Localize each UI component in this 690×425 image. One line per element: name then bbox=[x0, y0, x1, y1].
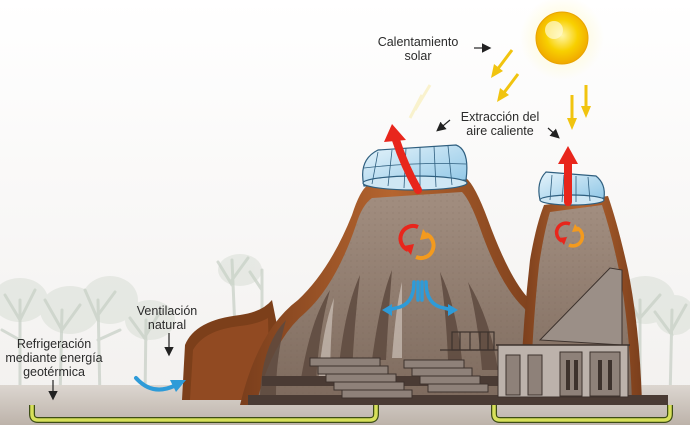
geothermal-pipe-left bbox=[29, 405, 379, 423]
cool-air-arrowhead bbox=[448, 304, 458, 316]
pointer-arrow-icon bbox=[48, 43, 560, 401]
hot-air-extraction-label: Extracción del aire caliente bbox=[450, 110, 550, 138]
cool-air-arrow-icon bbox=[134, 376, 186, 392]
sunray-arrow-icon bbox=[491, 49, 591, 130]
geothermal-cooling-line-1: Refrigeración bbox=[16, 337, 92, 351]
air-cycle-icon bbox=[554, 221, 585, 248]
secondary-skylight bbox=[538, 171, 605, 206]
natural-ventilation-line-1: Ventilación bbox=[136, 304, 198, 318]
sun-icon bbox=[520, 0, 604, 80]
air-cycle-icon bbox=[398, 223, 436, 261]
solar-heating-line-1: Calentamiento bbox=[377, 35, 459, 49]
reflected-rays bbox=[408, 84, 432, 119]
interior-structure bbox=[248, 267, 668, 405]
solar-heating-label: Calentamiento solar bbox=[368, 35, 468, 63]
geothermal-cooling-line-3: geotérmica bbox=[23, 365, 85, 379]
cool-air-arrow-icon bbox=[386, 280, 454, 312]
solar-heating-line-2: solar bbox=[404, 49, 432, 63]
cool-air-arrowhead bbox=[382, 304, 392, 316]
hot-air-arrow-icon bbox=[558, 146, 578, 206]
hot-air-arrow-icon bbox=[384, 124, 422, 194]
natural-ventilation-label: Ventilación natural bbox=[122, 304, 212, 332]
hot-air-extraction-line-1: Extracción del bbox=[460, 110, 540, 124]
main-skylight bbox=[362, 144, 468, 191]
hot-air-extraction-line-2: aire caliente bbox=[466, 124, 534, 138]
geothermal-cooling-label: Refrigeración mediante energía geotérmic… bbox=[0, 337, 108, 379]
geothermal-pipe-right bbox=[491, 405, 673, 423]
geothermal-cooling-line-2: mediante energía bbox=[5, 351, 103, 365]
natural-ventilation-line-2: natural bbox=[147, 318, 187, 332]
interior-ribs bbox=[260, 270, 498, 395]
